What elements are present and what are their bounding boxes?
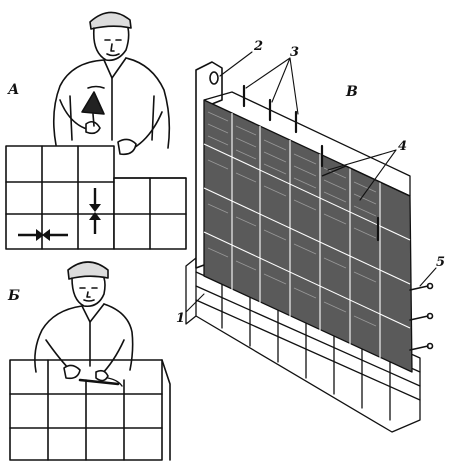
panel-a-label: А bbox=[7, 82, 19, 98]
callout-5: 5 bbox=[436, 255, 445, 270]
panel-v: В 2 3 4 5 1 bbox=[176, 39, 445, 433]
panel-v-label: В bbox=[345, 84, 358, 100]
panel-a: А bbox=[5, 11, 187, 250]
panel-b-label: Б bbox=[7, 288, 20, 304]
callout-4: 4 bbox=[398, 139, 407, 154]
panel-a-worker bbox=[52, 11, 171, 156]
panel-v-block-wall bbox=[203, 91, 413, 373]
panel-b-block-grid bbox=[9, 359, 171, 461]
callout-2: 2 bbox=[253, 39, 263, 54]
panel-a-joint-arrows bbox=[18, 188, 101, 241]
callout-1: 1 bbox=[176, 311, 185, 326]
panel-b-worker bbox=[34, 261, 134, 387]
panel-v-leaders bbox=[185, 51, 437, 313]
panel-v-rods bbox=[242, 84, 380, 242]
callout-3: 3 bbox=[290, 45, 299, 60]
panel-v-ties bbox=[409, 282, 434, 351]
panel-b: Б bbox=[7, 261, 171, 461]
